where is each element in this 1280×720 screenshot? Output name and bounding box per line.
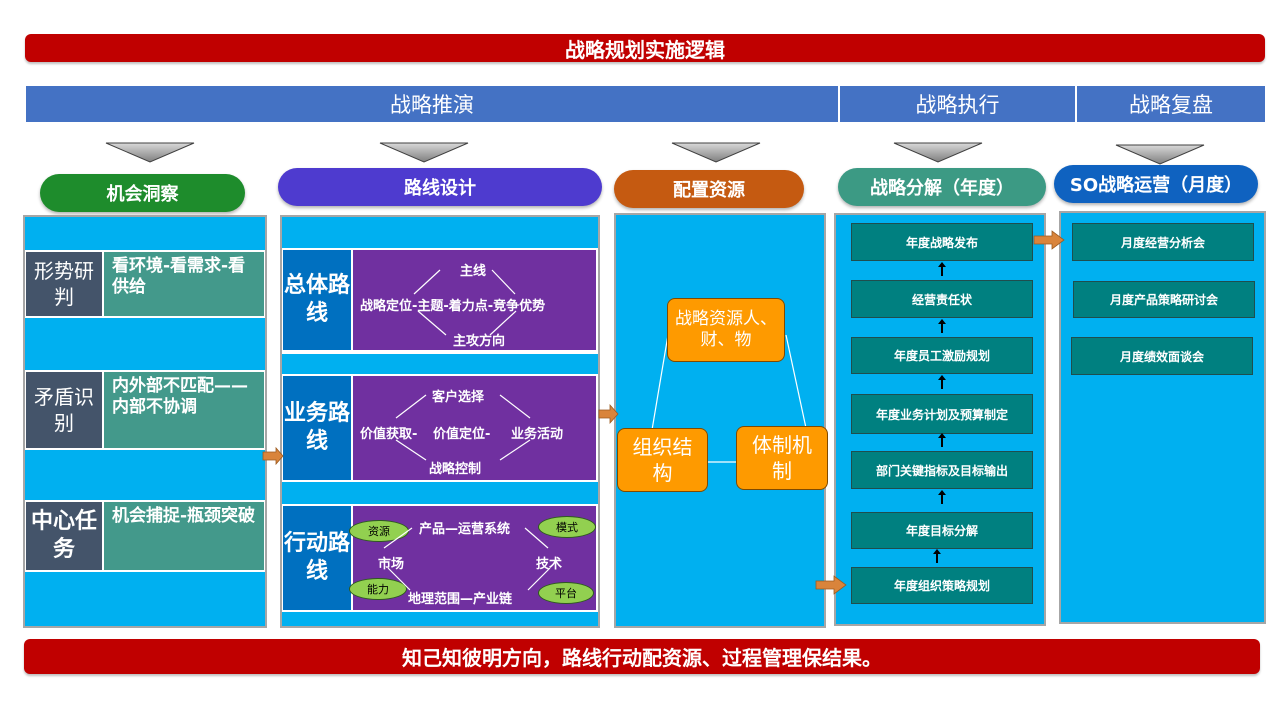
route-action-bottom: 地理范围—产业链 bbox=[408, 592, 513, 607]
annual-item-4: 年度业务计划及预算制定 bbox=[851, 394, 1033, 434]
insight-label-1: 形势研判 bbox=[26, 252, 102, 316]
down-chevron-5 bbox=[1115, 144, 1205, 165]
monthly-item-2: 月度产品策略研讨会 bbox=[1073, 281, 1255, 318]
route-business-right: 业务活动 bbox=[511, 427, 564, 442]
insight-label-3: 中心任务 bbox=[26, 502, 102, 570]
route-overall-body: 主线 战略定位-主题-着力点-竞争优势 主攻方向 bbox=[353, 250, 596, 350]
phase-deduction: 战略推演 bbox=[26, 86, 840, 122]
route-business-bottom: 战略控制 bbox=[429, 462, 482, 477]
header-route-design: 路线设计 bbox=[278, 168, 602, 206]
insight-text-1: 看环境-看需求-看供给 bbox=[104, 252, 264, 316]
oval-model: 模式 bbox=[538, 516, 596, 538]
resource-panel bbox=[614, 213, 826, 628]
title-bar: 战略规划实施逻辑 bbox=[25, 34, 1265, 62]
resource-box-top: 战略资源人、财、物 bbox=[667, 298, 785, 362]
page-title: 战略规划实施逻辑 bbox=[565, 37, 725, 62]
route-overall-bottom: 主攻方向 bbox=[453, 334, 506, 349]
annual-item-1: 年度战略发布 bbox=[851, 223, 1033, 261]
route-overall-top: 主线 bbox=[460, 264, 487, 279]
annual-item-5: 部门关键指标及目标输出 bbox=[851, 451, 1033, 489]
resource-system-text: 体制机制 bbox=[752, 433, 812, 483]
route-action-top: 产品—运营系统 bbox=[419, 522, 511, 537]
route-business-top: 客户选择 bbox=[432, 390, 485, 405]
route-action: 行动路线 产品—运营系统 市场 技术 地理范围—产业链 资源 模式 能力 平台 bbox=[282, 504, 598, 612]
route-overall-middle: 战略定位-主题-着力点-竞争优势 bbox=[360, 299, 546, 314]
route-action-right: 技术 bbox=[536, 557, 563, 572]
insight-text-2: 内外部不匹配——内部不协调 bbox=[104, 372, 264, 448]
phase-deduction-label: 战略推演 bbox=[390, 93, 474, 117]
monthly-item-3: 月度绩效面谈会 bbox=[1071, 337, 1253, 375]
annual-item-3: 年度员工激励规划 bbox=[851, 337, 1033, 374]
resource-org-text: 组织结构 bbox=[632, 435, 693, 485]
header-annual: 战略分解（年度） bbox=[838, 168, 1046, 206]
up-arrow-1 bbox=[938, 262, 946, 276]
route-overall: 总体路线 主线 战略定位-主题-着力点-竞争优势 主攻方向 bbox=[282, 248, 598, 354]
footer-text: 知己知彼明方向，路线行动配资源、过程管理保结果。 bbox=[402, 646, 882, 670]
annual-item-7: 年度组织策略规划 bbox=[851, 567, 1033, 604]
oval-resource: 资源 bbox=[349, 520, 409, 542]
oval-capability: 能力 bbox=[349, 578, 407, 600]
up-arrow-3 bbox=[938, 375, 946, 389]
header-route-design-label: 路线设计 bbox=[404, 178, 476, 199]
route-action-left: 市场 bbox=[378, 557, 405, 572]
insight-row-1: 形势研判 看环境-看需求-看供给 bbox=[25, 250, 265, 318]
down-chevron-1 bbox=[105, 142, 195, 163]
route-business-body: 客户选择 价值获取- 价值定位- 业务活动 战略控制 bbox=[353, 376, 596, 480]
down-chevron-4 bbox=[893, 142, 983, 163]
up-arrow-4 bbox=[938, 433, 946, 447]
route-action-label: 行动路线 bbox=[283, 506, 351, 610]
insight-row-2: 矛盾识别 内外部不匹配——内部不协调 bbox=[25, 370, 265, 450]
insight-text-3: 机会捕捉-瓶颈突破 bbox=[104, 502, 264, 570]
resource-box-org: 组织结构 bbox=[617, 428, 708, 492]
annual-item-6: 年度目标分解 bbox=[851, 512, 1033, 549]
down-chevron-2 bbox=[379, 142, 469, 163]
down-chevron-3 bbox=[671, 142, 761, 163]
up-arrow-5 bbox=[938, 490, 946, 504]
route-business-left: 价值获取- bbox=[360, 427, 418, 442]
monthly-panel bbox=[1059, 211, 1266, 624]
resource-top-text: 战略资源人、财、物 bbox=[675, 309, 777, 350]
insight-row-3: 中心任务 机会捕捉-瓶颈突破 bbox=[25, 500, 265, 572]
route-business-label: 业务路线 bbox=[283, 376, 351, 480]
phase-review: 战略复盘 bbox=[1077, 86, 1265, 122]
monthly-item-1: 月度经营分析会 bbox=[1072, 223, 1254, 261]
up-arrow-6 bbox=[933, 549, 941, 563]
route-business: 业务路线 客户选择 价值获取- 价值定位- 业务活动 战略控制 bbox=[282, 374, 598, 482]
route-business-center: 价值定位- bbox=[433, 427, 491, 442]
header-monthly: SO战略运营（月度） bbox=[1054, 165, 1258, 203]
header-annual-label: 战略分解（年度） bbox=[870, 178, 1014, 199]
oval-platform: 平台 bbox=[538, 582, 594, 604]
header-resource-label: 配置资源 bbox=[673, 180, 745, 201]
header-opportunity-label: 机会洞察 bbox=[106, 184, 179, 205]
up-arrow-2 bbox=[938, 319, 946, 333]
phase-execution-label: 战略执行 bbox=[915, 93, 1000, 117]
annual-item-2: 经营责任状 bbox=[851, 280, 1033, 318]
resource-box-system: 体制机制 bbox=[736, 426, 828, 490]
phase-review-label: 战略复盘 bbox=[1129, 93, 1213, 117]
header-opportunity: 机会洞察 bbox=[40, 174, 245, 212]
route-action-body: 产品—运营系统 市场 技术 地理范围—产业链 资源 模式 能力 平台 bbox=[349, 506, 596, 610]
header-resource: 配置资源 bbox=[614, 170, 804, 208]
header-monthly-label: SO战略运营（月度） bbox=[1069, 175, 1243, 196]
route-overall-label: 总体路线 bbox=[283, 250, 351, 350]
phase-execution: 战略执行 bbox=[840, 86, 1077, 122]
footer-bar: 知己知彼明方向，路线行动配资源、过程管理保结果。 bbox=[24, 639, 1260, 674]
insight-label-2: 矛盾识别 bbox=[26, 372, 102, 448]
